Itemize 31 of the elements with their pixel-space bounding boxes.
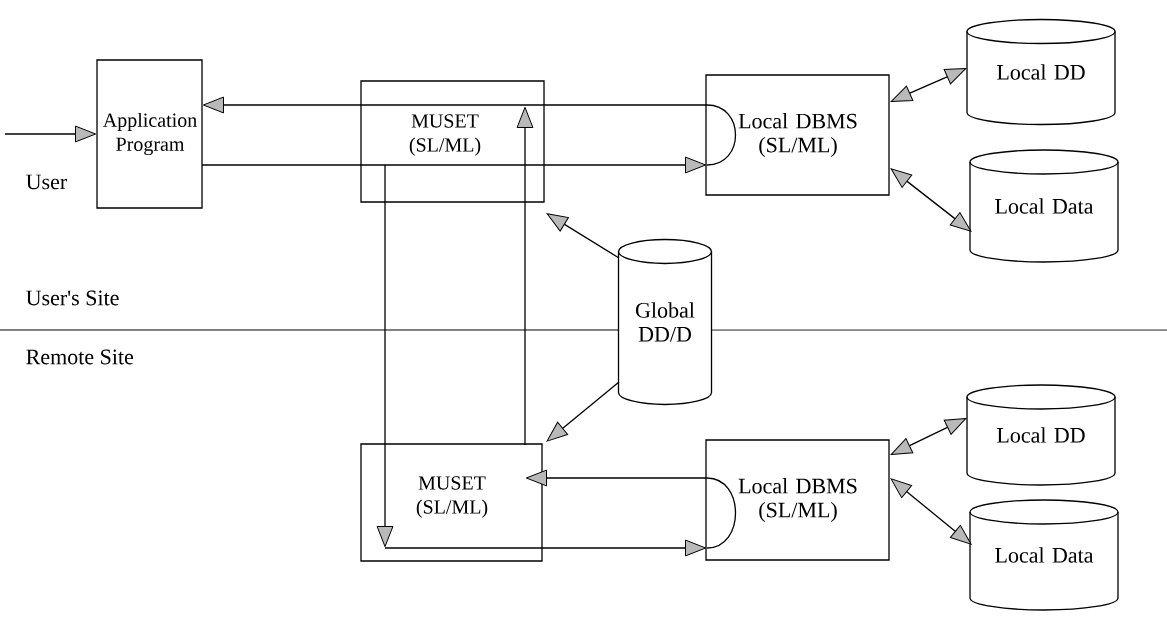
arrow bbox=[546, 213, 620, 259]
process-box: MUSET (SL/ML) bbox=[360, 443, 543, 562]
arrow bbox=[376, 202, 394, 548]
arrow bbox=[890, 68, 967, 102]
arrow bbox=[544, 156, 707, 174]
arrow bbox=[4, 125, 97, 143]
arrow bbox=[890, 418, 967, 455]
process-box: MUSET (SL/ML) bbox=[360, 80, 546, 204]
node-label: Local Data bbox=[995, 198, 1094, 214]
arrow bbox=[516, 106, 534, 446]
arrow bbox=[525, 469, 737, 549]
arrow bbox=[890, 168, 972, 232]
database-cylinder: Local DD bbox=[966, 384, 1116, 486]
node-label: Local DD bbox=[997, 64, 1085, 80]
arrow bbox=[384, 539, 707, 557]
node-label: Local DD bbox=[997, 427, 1085, 443]
site-label: Remote Site bbox=[26, 349, 134, 365]
arrow bbox=[546, 381, 620, 442]
database-cylinder: Global DD/D bbox=[617, 238, 713, 406]
arrow bbox=[202, 96, 363, 114]
process-box: Local DBMS (SL/ML) bbox=[705, 439, 890, 561]
node-label: Local Data bbox=[995, 547, 1094, 563]
database-cylinder: Local Data bbox=[969, 499, 1119, 611]
database-cylinder: Local DD bbox=[966, 18, 1116, 126]
process-box: Local DBMS (SL/ML) bbox=[705, 74, 890, 196]
site-label: User's Site bbox=[26, 290, 119, 306]
site-label: User bbox=[26, 174, 67, 190]
process-box: Application Program bbox=[96, 59, 203, 209]
arrow bbox=[890, 478, 972, 545]
database-cylinder: Local Data bbox=[969, 149, 1119, 263]
node-label: Global DD/D bbox=[635, 302, 695, 342]
